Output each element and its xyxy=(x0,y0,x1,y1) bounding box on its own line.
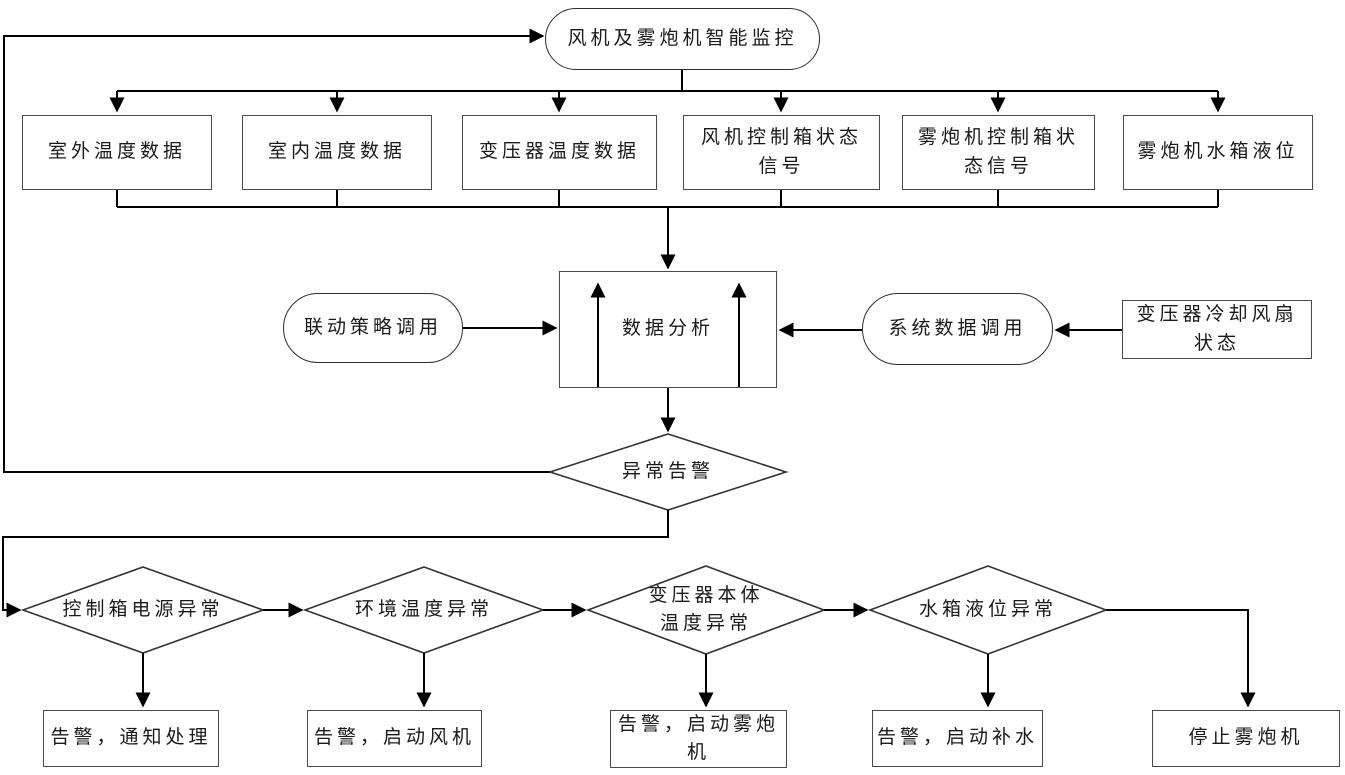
transformer-temp-data-label: 变压器温度数据 xyxy=(478,141,640,163)
node-indoor-temp: 室内温度数据 xyxy=(242,115,432,190)
system-data-call-label: 系统数据调用 xyxy=(888,317,1027,339)
action-start-refill-label: 告警，启动补水 xyxy=(876,727,1038,749)
transformer-temp-label: 变压器本体 温度异常 xyxy=(648,585,764,634)
node-action-stop-fog-cannon: 停止雾炮机 xyxy=(1152,710,1340,767)
indoor-temp-label: 室内温度数据 xyxy=(267,141,406,163)
action-start-fan-label: 告警，启动风机 xyxy=(313,727,475,749)
node-linkage-policy: 联动策略调用 xyxy=(283,293,463,363)
action-start-fog-cannon-label: 告警，启动雾炮 机 xyxy=(617,713,779,764)
node-action-start-fog-cannon: 告警，启动雾炮 机 xyxy=(610,710,787,768)
node-action-start-fan: 告警，启动风机 xyxy=(307,710,482,767)
outdoor-temp-label: 室外温度数据 xyxy=(47,141,186,163)
node-fog-cannon-tank-level: 雾炮机水箱液位 xyxy=(1123,115,1313,190)
node-title: 风机及雾炮机智能监控 xyxy=(545,8,820,70)
fan-control-box-signal-label: 风机控制箱状态 信号 xyxy=(700,127,862,177)
node-system-data-call: 系统数据调用 xyxy=(862,293,1053,365)
title-label: 风机及雾炮机智能监控 xyxy=(567,27,798,49)
fog-cannon-tank-level-label: 雾炮机水箱液位 xyxy=(1137,141,1299,163)
node-action-notify: 告警，通知处理 xyxy=(43,710,219,767)
linkage-policy-label: 联动策略调用 xyxy=(303,316,442,338)
node-outdoor-temp: 室外温度数据 xyxy=(22,115,212,190)
action-stop-fog-cannon-label: 停止雾炮机 xyxy=(1188,727,1304,749)
data-analysis-label: 数据分析 xyxy=(621,318,714,340)
control-box-power-label: 控制箱电源异常 xyxy=(62,599,224,621)
fog-cannon-control-box-signal-label: 雾炮机控制箱状 态信号 xyxy=(917,127,1079,177)
node-fog-cannon-control-box-signal: 雾炮机控制箱状 态信号 xyxy=(902,115,1095,190)
alarm-decision-label: 异常告警 xyxy=(621,461,714,483)
action-notify-label: 告警，通知处理 xyxy=(50,727,212,749)
tank-level-label: 水箱液位异常 xyxy=(918,599,1057,621)
transformer-fan-state-label: 变压器冷却风扇 状态 xyxy=(1136,304,1298,354)
node-action-start-refill: 告警，启动补水 xyxy=(872,710,1043,767)
node-transformer-temp-data: 变压器温度数据 xyxy=(462,115,657,190)
ambient-temp-label: 环境温度异常 xyxy=(354,599,493,621)
node-data-analysis: 数据分析 xyxy=(559,271,777,388)
node-fan-control-box-signal: 风机控制箱状态 信号 xyxy=(683,115,880,190)
node-transformer-fan-state: 变压器冷却风扇 状态 xyxy=(1122,300,1312,359)
